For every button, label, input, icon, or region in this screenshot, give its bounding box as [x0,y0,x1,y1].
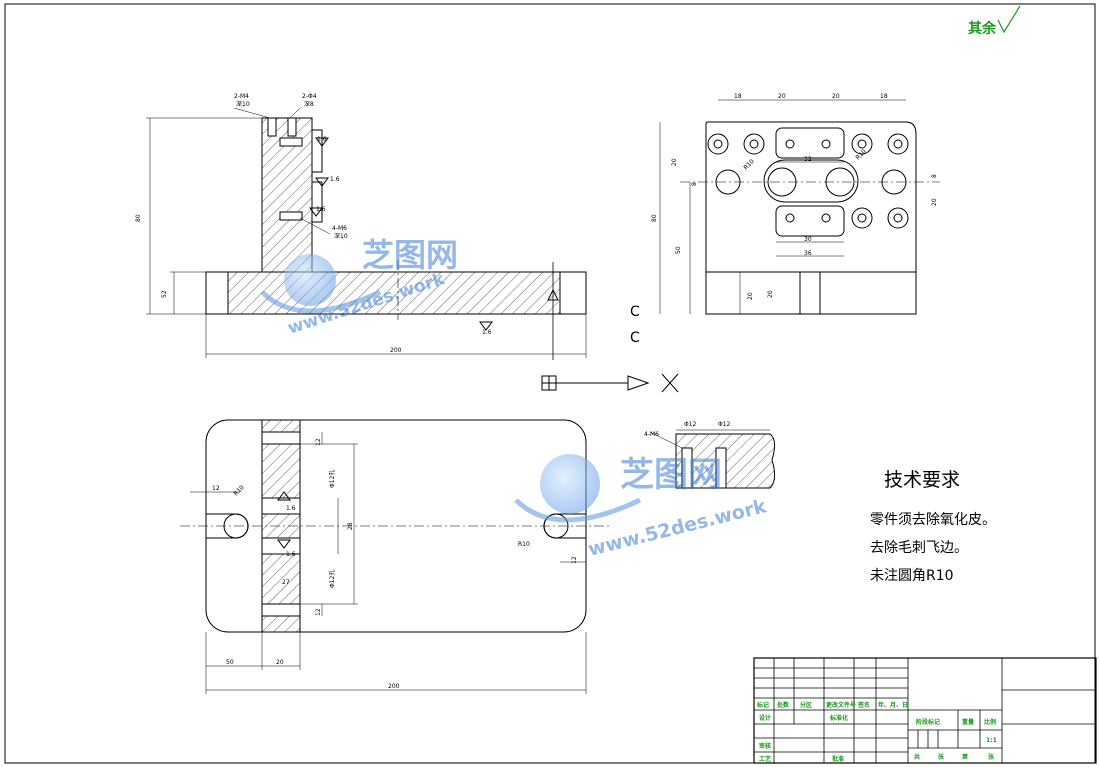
title-block-text: 标记 处数 分区 更改文件号 签名 年、月、日 设计 标准化 审核 工艺 批准 … [756,701,997,763]
tech-title: 技术要求 [884,469,960,491]
tech-note-2: 去除毛刺飞边。 [870,540,968,556]
front-view [146,107,587,360]
tb-header-6: 年、月、日 [878,701,908,709]
tb-left-2: 标准化 [829,714,848,722]
side-dim-left-3: 8 [691,182,698,186]
top-dim-width: 200 [388,683,400,690]
tb-bottom-2: 张 [938,753,945,761]
top-roughness-2: 1.6 [286,551,296,558]
detail-d2: Φ12 [718,421,731,428]
detail-d1: Φ12 [684,421,697,428]
section-label-2: C [630,330,640,346]
dim-base-height: 52 [161,290,168,298]
tb-bottom-3: 第 [961,753,968,761]
tb-left-1: 设计 [759,714,771,722]
top-dim-w1: 50 [226,659,234,666]
top-dim-d-left: 12 [212,485,220,492]
side-radius-1: R10 [742,158,755,171]
top-dim-step: 27 [282,579,290,586]
tb-header-4: 更改文件号 [826,701,856,709]
side-dim-bottom-2: 20 [767,290,774,298]
watermark-globe-icon [284,254,336,306]
front-view-text: 80 52 200 2-M4 深10 2-Φ4 深8 4-M6 深10 1.6 … [135,93,492,354]
side-dim-left-1: 80 [651,214,658,222]
callout-tapped-sub: 深10 [334,232,348,240]
top-dim-v1: 12 [315,438,322,446]
side-dim-top-3: 20 [832,93,840,100]
side-dim-right-2: 20 [931,198,938,206]
watermark-url-2: www.52des.work [586,495,769,561]
side-dim-bottom-1: 20 [747,292,754,300]
side-dim-right-1: 8 [931,174,938,178]
tb-right-2: 重量 [962,718,974,726]
side-dim-top-4: 18 [880,93,888,100]
tb-header-5: 签名 [857,701,870,709]
side-dim-top-2: 20 [778,93,786,100]
roughness-4: 1.6 [482,329,492,336]
roughness-check-icon [997,5,1021,34]
tb-header-3: 分区 [800,701,812,709]
roughness-note: 其余 [968,5,1021,37]
callout-hole-left: 2-M4 [234,93,249,100]
detail-view [649,429,776,489]
top-dim-r-right: R10 [518,541,530,548]
watermark-brand-1: 芝图网 [362,236,458,274]
top-dim-v2: 12 [315,608,322,616]
detail-view-text: 4-M6 Φ12 Φ12 [644,421,731,438]
top-dim-d-right: 12 [571,556,578,564]
dim-width: 200 [390,347,402,354]
side-dim-mid-3: 36 [804,250,812,257]
top-view-text: 12 R10 R10 12 28 50 20 200 27 Φ12孔 Φ12孔 … [212,438,578,690]
side-view [659,99,940,315]
roughness-3: 1.6 [316,206,326,213]
top-dim-center: 28 [347,522,354,530]
tech-note-3: 未注圆角R10 [870,568,954,584]
top-dim-w2: 20 [276,659,284,666]
detail-callout: 4-M6 [644,431,659,438]
top-view [180,419,610,694]
tech-requirements: 技术要求 零件须去除氧化皮。 去除毛刺飞边。 未注圆角R10 [870,469,996,584]
tech-note-1: 零件须去除氧化皮。 [870,512,996,528]
top-dim-r-left: R10 [232,484,245,497]
watermark-brand-2: 芝图网 [620,455,722,495]
callout-hole-right-sub: 深8 [304,100,314,108]
roughness-label: 其余 [968,20,997,37]
watermark-globe-icon-2 [540,454,600,514]
tb-header-2: 处数 [776,701,790,709]
section-marker [541,373,679,393]
roughness-1: 1.6 [317,136,327,143]
callout-hole-left-sub: 深10 [236,100,250,108]
tb-left-3: 审核 [759,742,771,750]
top-dim-dia-top: Φ12孔 [328,470,336,488]
top-roughness-1: 1.6 [286,505,296,512]
side-dim-left-4: 50 [675,246,682,254]
tb-header-1: 标记 [756,701,769,709]
tb-bottom-1: 共 [914,753,920,761]
dim-height: 80 [135,214,142,222]
tb-left-5: 批准 [832,755,844,763]
side-dim-left-2: 20 [671,158,678,166]
side-view-text: 18 20 20 18 32 30 36 80 20 8 50 8 20 20 … [651,93,938,300]
callout-hole-right: 2-Φ4 [302,93,317,100]
tb-bottom-4: 张 [988,753,995,761]
section-label-1: C [630,304,640,320]
tb-scale: 1:1 [986,737,997,744]
side-radius-2: R10 [854,148,867,161]
tb-right-3: 比例 [984,718,996,726]
callout-tapped: 4-M6 [332,225,347,232]
tb-left-4: 工艺 [759,755,771,763]
drawing-border [4,3,1096,764]
side-dim-mid-2: 30 [804,236,812,243]
side-dim-mid-1: 32 [804,156,812,163]
side-dim-top-1: 18 [734,93,742,100]
title-block [753,657,1097,764]
top-dim-dia-bot: Φ12孔 [328,570,336,588]
tb-right-1: 阶段标记 [916,718,940,726]
roughness-2: 1.6 [330,176,340,183]
